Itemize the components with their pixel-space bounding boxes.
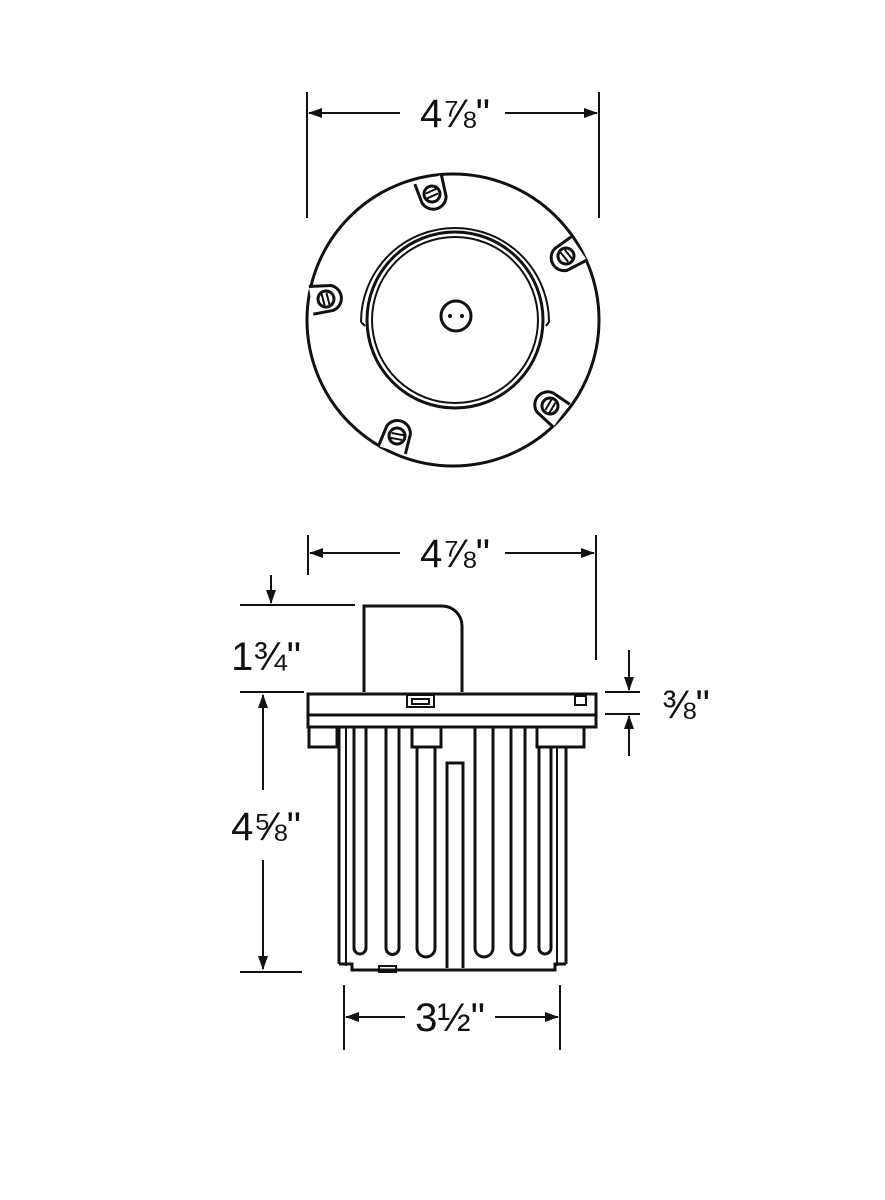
screw-icon xyxy=(308,284,343,316)
retaining-ring xyxy=(360,227,551,327)
housing-body xyxy=(307,725,586,973)
side-view: 4⅞" xyxy=(231,532,710,1050)
flange xyxy=(306,692,598,729)
top-view: 4⅞" xyxy=(305,92,601,468)
cap-height-dimension: 1¾" xyxy=(231,575,355,679)
body-height-label: 4⅝" xyxy=(231,805,301,849)
flange-thickness-label: ⅜" xyxy=(662,683,710,727)
screw-icon xyxy=(549,235,588,273)
screw-icon xyxy=(533,390,571,429)
lens-inner xyxy=(371,236,539,404)
body-width-dimension: 3½" xyxy=(343,985,561,1050)
top-width-label: 4⅞" xyxy=(420,92,490,136)
body-height-dimension: 4⅝" xyxy=(231,691,304,973)
flange-outline xyxy=(305,172,601,468)
mounting-screws xyxy=(308,174,588,455)
screw-icon xyxy=(413,174,448,211)
side-width-label: 4⅞" xyxy=(420,532,490,576)
screw-icon xyxy=(376,419,412,455)
flange-thickness-dimension: ⅜" xyxy=(605,650,710,756)
side-width-dimension: 4⅞" xyxy=(307,532,597,660)
top-width-dimension: 4⅞" xyxy=(306,92,600,218)
body-width-label: 3½" xyxy=(415,996,485,1040)
cap-height-label: 1¾" xyxy=(231,635,301,679)
driver-cap xyxy=(362,604,464,692)
center-connector xyxy=(439,299,473,333)
lens-outer xyxy=(365,230,545,410)
